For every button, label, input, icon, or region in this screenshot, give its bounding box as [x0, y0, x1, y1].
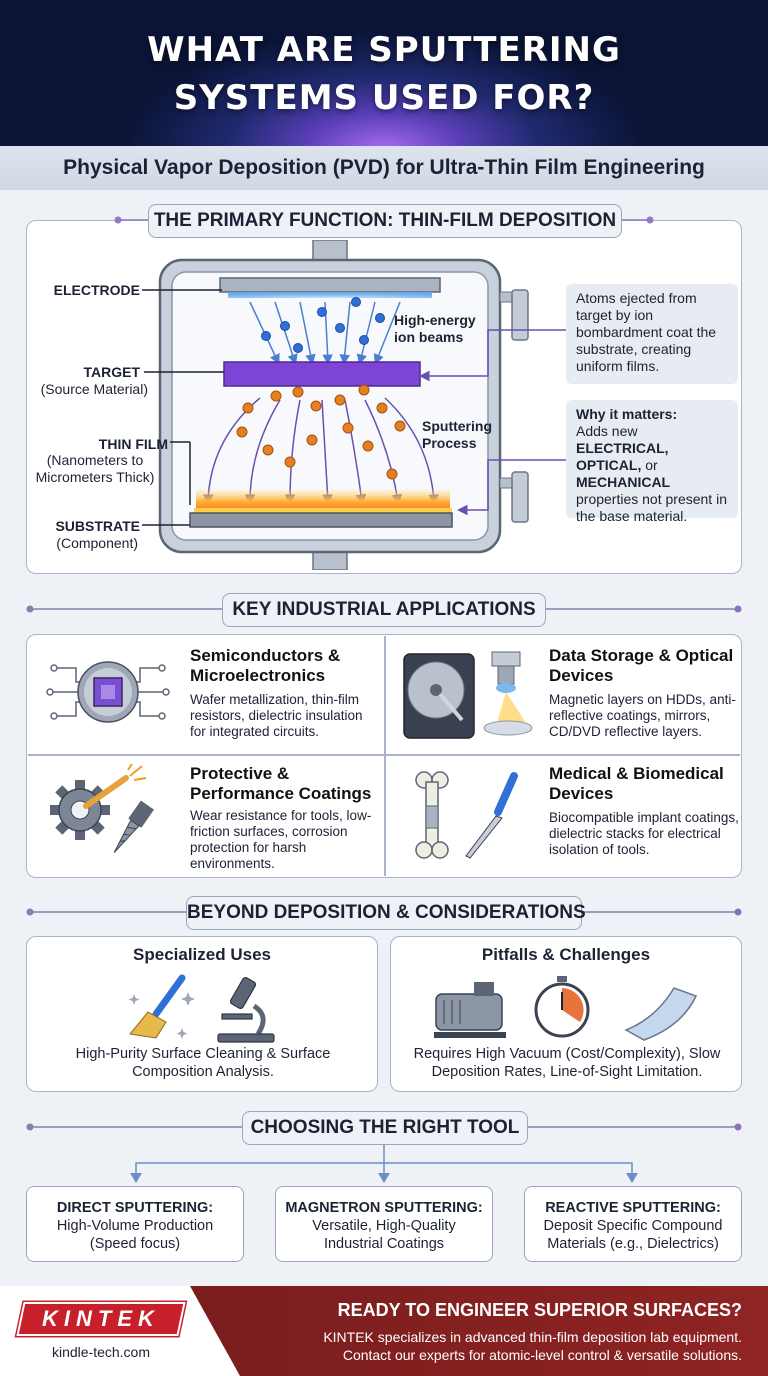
app-semiconductors: Semiconductors & Microelectronics Wafer … [190, 646, 363, 739]
callout-atoms-ejected: Atoms ejected from target by ion bombard… [566, 284, 738, 384]
stopwatch-icon [534, 976, 590, 1038]
specialized-uses-panel: Specialized Uses High-Purity Surface Cle… [26, 936, 378, 1092]
optical-lens-icon [483, 651, 533, 736]
page-title-line2: SYSTEMS USED FOR? [173, 78, 595, 118]
tool-magnetron-sputtering: MAGNETRON SPUTTERING: Versatile, High-Qu… [275, 1186, 493, 1262]
callout-leaders [419, 329, 566, 516]
vacuum-pump-icon [434, 982, 506, 1038]
label-substrate-sub: (Component) [56, 535, 138, 551]
microscope-icon [217, 977, 275, 1043]
tool-reactive-sputtering: REACTIVE SPUTTERING: Deposit Specific Co… [524, 1186, 742, 1262]
brush-microscope-icon [128, 974, 275, 1043]
label-leaders [142, 289, 224, 526]
chip-icon [46, 661, 170, 723]
pitfalls-title: Pitfalls & Challenges [481, 945, 651, 964]
app-medical: Medical & Biomedical Devices Biocompatib… [549, 764, 739, 857]
callout-why-it-matters: Why it matters: Adds new ELECTRICAL, OPT… [566, 400, 738, 524]
footer-cta-band [190, 1286, 768, 1376]
label-substrate: SUBSTRATE [55, 518, 140, 534]
footer: KINTEK kindle-tech.com READY TO ENGINEER… [0, 1286, 768, 1376]
hard-drive-icon [403, 651, 533, 739]
divider [384, 636, 386, 876]
tools-connectors [130, 1145, 638, 1183]
beyond-heading: BEYOND DEPOSITION & CONSIDERATIONS [186, 896, 586, 930]
tools-heading: CHOOSING THE RIGHT TOOL [242, 1111, 528, 1145]
label-thin-film-sub: (Nanometers to Micrometers Thick) [35, 452, 155, 485]
page-title-line1: WHAT ARE SPUTTERING [147, 30, 621, 70]
subtitle: Physical Vapor Deposition (PVD) for Ultr… [0, 146, 768, 190]
footer-cta-text: KINTEK specializes in advanced thin-film… [323, 1329, 742, 1363]
label-ion-beams: High-energy ion beams [394, 312, 476, 345]
applications-heading: KEY INDUSTRIAL APPLICATIONS [222, 593, 546, 627]
sputtering-chamber-diagram [158, 240, 529, 570]
label-target: TARGET [83, 364, 140, 380]
primary-function-heading: THE PRIMARY FUNCTION: THIN-FILM DEPOSITI… [148, 204, 622, 238]
divider [28, 754, 740, 756]
substrate-sheet-icon [624, 987, 698, 1041]
pitfalls-icons [434, 976, 698, 1041]
app-data-storage: Data Storage & Optical Devices Magnetic … [549, 646, 736, 739]
specialized-uses-title: Specialized Uses [133, 945, 271, 964]
app-protective-coatings: Protective & Performance Coatings Wear r… [190, 764, 372, 871]
tool-direct-sputtering: DIRECT SPUTTERING: High-Volume Productio… [26, 1186, 244, 1262]
label-sputtering-process: Sputtering Process [422, 418, 492, 451]
bone-scalpel-icon [415, 771, 518, 859]
label-target-sub: (Source Material) [40, 381, 148, 397]
specialized-uses-desc: High-Purity Surface Cleaning & Surface C… [75, 1046, 331, 1080]
kintek-logo[interactable]: KINTEK [16, 1302, 186, 1336]
label-electrode: ELECTRODE [53, 282, 140, 298]
gear-drill-icon [50, 764, 154, 853]
label-thin-film: THIN FILM [98, 436, 168, 452]
pitfalls-desc: Requires High Vacuum (Cost/Complexity), … [413, 1046, 721, 1080]
footer-cta-title: READY TO ENGINEER SUPERIOR SURFACES? [337, 1300, 742, 1320]
hero-banner: WHAT ARE SPUTTERING SYSTEMS USED FOR? [0, 0, 768, 146]
footer-url[interactable]: kindle-tech.com [51, 1344, 151, 1360]
